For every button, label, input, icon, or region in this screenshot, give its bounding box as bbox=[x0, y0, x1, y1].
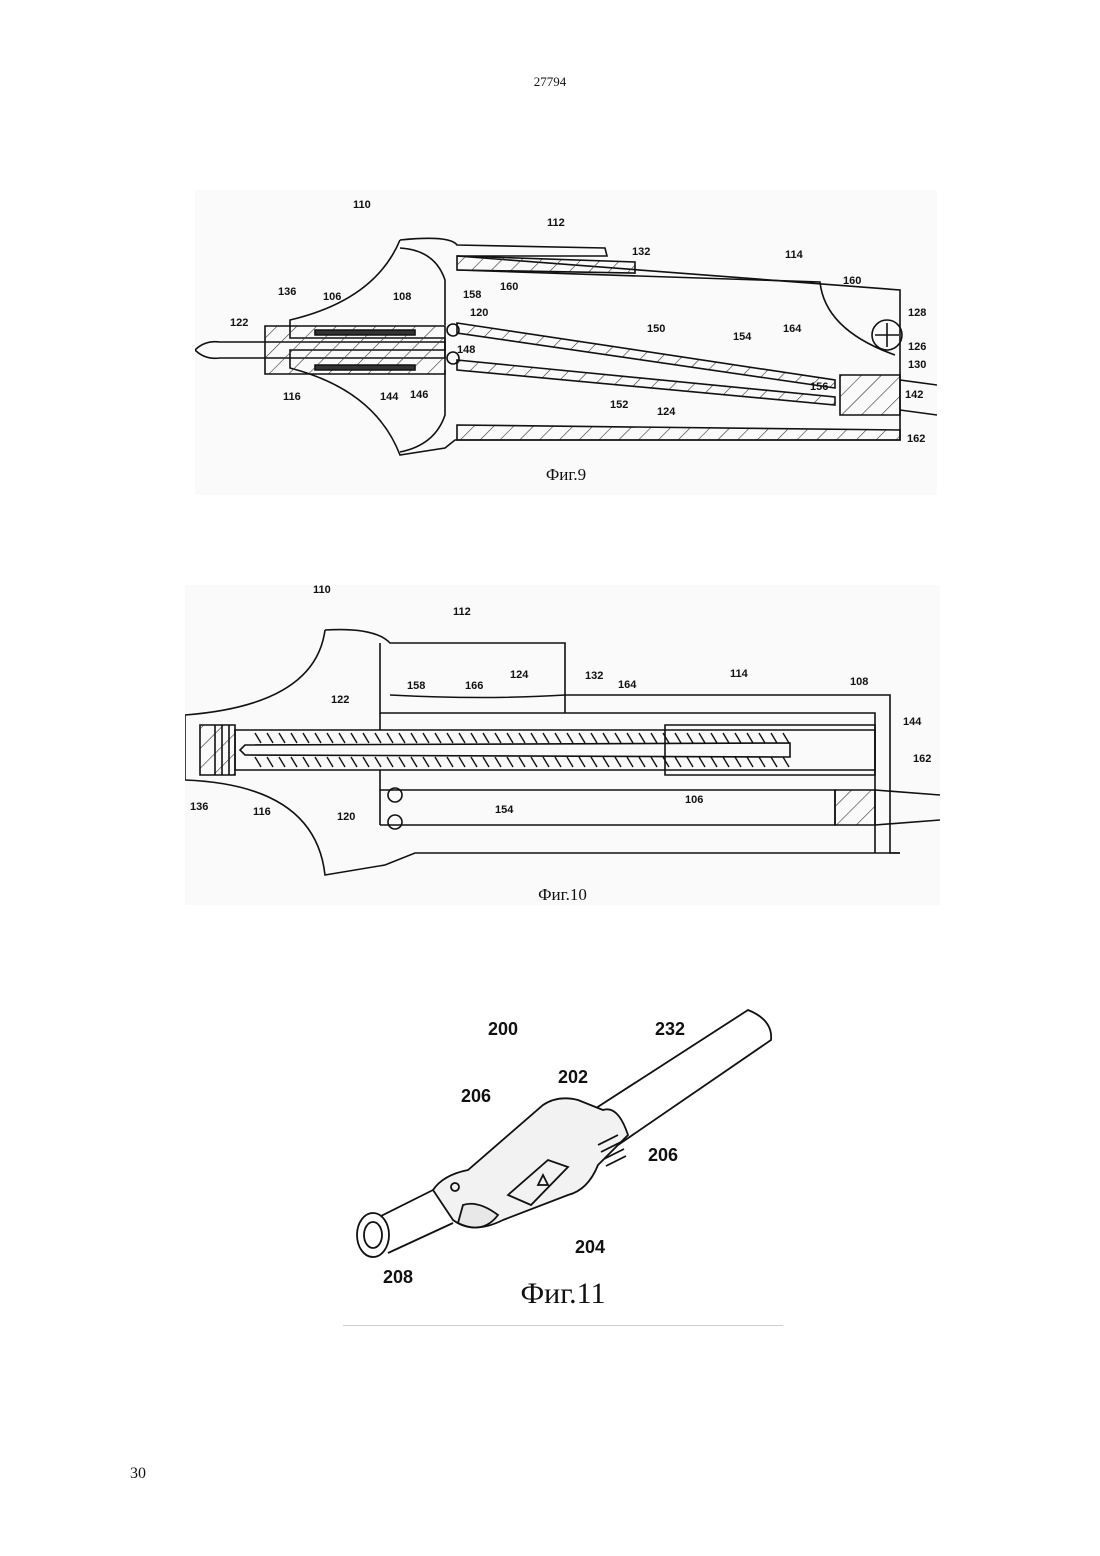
document-number: 27794 bbox=[0, 74, 1100, 90]
figure-9-label: 108 bbox=[393, 291, 411, 303]
figure-9-label: 154 bbox=[733, 331, 752, 343]
figure-9-label: 162 bbox=[907, 433, 925, 445]
figure-10-label: 154 bbox=[495, 804, 514, 816]
figure-9-label: 122 bbox=[230, 317, 248, 329]
figure-10-label: 162 bbox=[913, 753, 931, 765]
figure-9-label: 128 bbox=[908, 307, 926, 319]
figure-9: 110 112 132 114 160 160 128 126 130 142 … bbox=[195, 190, 937, 495]
figure-9-label: 158 bbox=[463, 289, 481, 301]
figure-11-drawing: 200 232 202 206 206 204 208 bbox=[343, 995, 783, 1325]
figure-9-label: 164 bbox=[783, 323, 802, 335]
figure-9-label: 156 bbox=[810, 381, 828, 393]
figure-9-label: 130 bbox=[908, 359, 926, 371]
figure-11-label: 206 bbox=[648, 1145, 678, 1165]
figure-9-label: 160 bbox=[843, 275, 861, 287]
figure-9-drawing: 110 112 132 114 160 160 128 126 130 142 … bbox=[195, 190, 937, 495]
figure-10-label: 120 bbox=[337, 811, 355, 823]
figure-10-label: 124 bbox=[510, 669, 529, 681]
page-number: 30 bbox=[130, 1465, 146, 1483]
figure-10-label: 112 bbox=[453, 606, 471, 618]
figure-10-label: 158 bbox=[407, 680, 425, 692]
figure-9-label: 150 bbox=[647, 323, 665, 335]
figure-11-label: 202 bbox=[558, 1067, 588, 1087]
figure-11-label: 200 bbox=[488, 1019, 518, 1039]
figure-9-label: 110 bbox=[353, 199, 371, 211]
figure-9-label: 116 bbox=[283, 391, 301, 403]
figure-10-label: 144 bbox=[903, 716, 922, 728]
figure-9-label: 114 bbox=[785, 249, 804, 261]
figure-9-label: 112 bbox=[547, 217, 565, 229]
figure-10-label: 132 bbox=[585, 670, 603, 682]
figure-9-caption: Фиг.9 bbox=[195, 465, 937, 485]
figure-10-drawing: 110 112 124 158 166 132 164 114 108 144 … bbox=[185, 585, 940, 905]
figure-9-label: 132 bbox=[632, 246, 650, 258]
figure-9-label: 144 bbox=[380, 391, 399, 403]
figure-9-label: 160 bbox=[500, 281, 518, 293]
figure-11-label: 206 bbox=[461, 1086, 491, 1106]
figure-9-label: 148 bbox=[457, 344, 475, 356]
figure-9-label: 136 bbox=[278, 286, 296, 298]
figure-10-label: 110 bbox=[313, 585, 331, 596]
figure-9-label: 124 bbox=[657, 406, 676, 418]
figure-11: 200 232 202 206 206 204 208 Фиг.11 bbox=[343, 995, 783, 1326]
figure-10-label: 106 bbox=[685, 794, 703, 806]
figure-9-label: 106 bbox=[323, 291, 341, 303]
figure-9-label: 126 bbox=[908, 341, 926, 353]
figure-11-caption: Фиг.11 bbox=[343, 1277, 783, 1311]
figure-10-label: 116 bbox=[253, 806, 271, 818]
figure-10-label: 114 bbox=[730, 668, 749, 680]
figure-9-label: 120 bbox=[470, 307, 488, 319]
figure-10: 110 112 124 158 166 132 164 114 108 144 … bbox=[185, 585, 940, 905]
figure-9-label: 152 bbox=[610, 399, 628, 411]
figure-10-spring bbox=[245, 730, 789, 767]
figure-11-label: 204 bbox=[575, 1237, 605, 1257]
figure-10-label: 136 bbox=[190, 801, 208, 813]
figure-10-label: 108 bbox=[850, 676, 868, 688]
figure-10-label: 164 bbox=[618, 679, 637, 691]
figure-10-label: 122 bbox=[331, 694, 349, 706]
figure-9-label: 146 bbox=[410, 389, 428, 401]
figure-11-label: 232 bbox=[655, 1019, 685, 1039]
figure-9-label: 142 bbox=[905, 389, 923, 401]
figure-10-label: 166 bbox=[465, 680, 483, 692]
figure-10-caption: Фиг.10 bbox=[185, 885, 940, 905]
